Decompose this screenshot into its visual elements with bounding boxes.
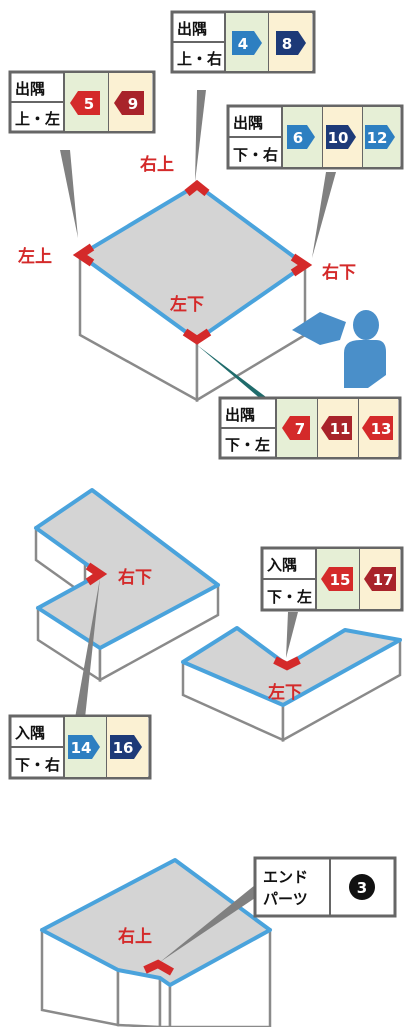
- pointer-e: [286, 612, 298, 658]
- badge-g1: [349, 874, 375, 900]
- badge-a1: [232, 31, 262, 55]
- corner-marker-inner-right: [85, 562, 108, 586]
- badge-d2: [321, 416, 352, 440]
- callout-a-line1: 出隅: [177, 20, 207, 38]
- badge-b2: [114, 91, 144, 115]
- label-bottom-left: 左下: [170, 294, 204, 315]
- pointer-a: [195, 90, 206, 182]
- badge-f1: [68, 735, 100, 759]
- callout-d-line2: 下・左: [225, 436, 270, 454]
- badge-a1-num: 4: [238, 35, 248, 53]
- corner-marker-left: [72, 243, 95, 267]
- badge-d3: [362, 416, 393, 440]
- callout-e-line2: 下・左: [267, 588, 312, 606]
- callout-a-line2: 上・右: [177, 50, 222, 68]
- callout-d-line1: 出隅: [225, 406, 255, 424]
- badge-f1-num: 14: [71, 739, 92, 757]
- callout-c-line2: 下・右: [233, 146, 278, 164]
- badge-c3: [365, 125, 395, 149]
- badge-c1: [287, 125, 315, 149]
- corner-marker-end: [143, 959, 174, 976]
- corner-marker-inner-left: [273, 656, 301, 671]
- pointer-g: [160, 885, 255, 962]
- label-inner-right: 右下: [118, 567, 152, 588]
- callout-outside-top-right: 出隅 上・右 4 8: [170, 10, 316, 74]
- pointer-d: [197, 345, 270, 400]
- corner-marker-right: [290, 253, 313, 277]
- callout-e-line1: 入隅: [267, 556, 297, 574]
- diagram-l-shapes: 右下 左下: [34, 488, 402, 743]
- callout-outside-top-left: 出隅 上・左 5 9: [8, 70, 156, 134]
- label-inner-left: 左下: [268, 682, 302, 703]
- end-top-face: [40, 858, 272, 987]
- badge-e1: [321, 567, 353, 591]
- pointer-b: [60, 150, 78, 238]
- diagram-end-parts: 右上: [40, 858, 272, 1027]
- badge-d3-num: 13: [371, 420, 392, 438]
- badge-f2-num: 16: [113, 739, 134, 757]
- pointer-f: [75, 578, 100, 718]
- badge-b1: [70, 91, 100, 115]
- badge-c2: [326, 125, 356, 149]
- label-end-top-right: 右上: [118, 926, 152, 947]
- badge-c2-num: 10: [328, 129, 349, 147]
- label-bottom-right: 右下: [322, 262, 356, 283]
- callout-c-line1: 出隅: [233, 114, 263, 132]
- callout-end-parts: エンド パーツ 3: [253, 856, 397, 918]
- callout-outside-bottom-right: 出隅 下・右 6 10 12: [226, 104, 404, 170]
- badge-e2: [364, 567, 396, 591]
- badge-f2: [110, 735, 142, 759]
- callout-b-line1: 出隅: [15, 80, 45, 98]
- diagram-square: 右上 左上 右下 左下: [18, 90, 386, 403]
- corner-marker-top: [184, 179, 210, 197]
- badge-c1-num: 6: [293, 129, 303, 147]
- badge-e2-num: 17: [373, 571, 394, 589]
- view-arrow-icon: [292, 312, 346, 345]
- badge-d1: [282, 416, 310, 440]
- badge-e1-num: 15: [330, 571, 351, 589]
- callout-f-line2: 下・右: [15, 756, 60, 774]
- label-top-left: 左上: [18, 246, 52, 267]
- badge-a2: [276, 31, 306, 55]
- badge-b2-num: 9: [128, 95, 138, 113]
- callout-outside-bottom-left: 出隅 下・左 7 11 13: [218, 396, 402, 460]
- callout-g-line2: パーツ: [263, 890, 308, 908]
- callout-inside-bottom-left: 入隅 下・左 15 17: [260, 546, 404, 612]
- callout-g-line1: エンド: [263, 868, 308, 886]
- person-icon: [344, 310, 386, 388]
- label-top-right: 右上: [140, 154, 174, 175]
- badge-d1-num: 7: [295, 420, 305, 438]
- badge-a2-num: 8: [282, 35, 292, 53]
- badge-g1-num: 3: [357, 879, 367, 897]
- pointer-c: [312, 172, 336, 258]
- corner-marker-bottom: [182, 328, 212, 345]
- callout-inside-bottom-right: 入隅 下・右 14 16: [8, 714, 152, 780]
- callout-f-line1: 入隅: [15, 724, 45, 742]
- badge-d2-num: 11: [330, 420, 351, 438]
- badge-c3-num: 12: [367, 129, 388, 147]
- badge-b1-num: 5: [84, 95, 94, 113]
- callout-b-line2: 上・左: [15, 110, 60, 128]
